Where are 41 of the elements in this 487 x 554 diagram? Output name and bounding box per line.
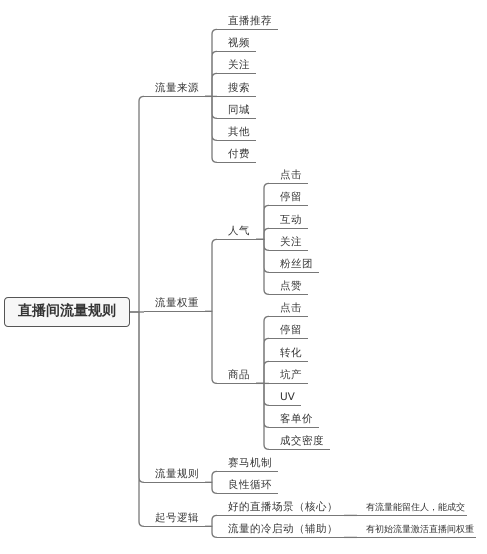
topic-label: 点击 bbox=[269, 167, 308, 184]
topic-label: 直播推荐 bbox=[217, 13, 278, 30]
topic-label: 赛马机制 bbox=[217, 455, 278, 472]
branch-line bbox=[344, 514, 357, 516]
topic-label: 成交密度 bbox=[269, 433, 330, 450]
topic-label: 客单价 bbox=[269, 411, 319, 428]
topic-label: 同城 bbox=[217, 102, 256, 119]
topic-label: 好的直播场景（核心） bbox=[217, 499, 344, 516]
branch-line bbox=[344, 536, 357, 538]
topic-label: 良性循环 bbox=[217, 477, 278, 494]
topic-label: 商品 bbox=[217, 367, 256, 384]
topic-label: 流量规则 bbox=[144, 466, 205, 483]
branch-line bbox=[256, 382, 270, 450]
topic-label: 停留 bbox=[269, 322, 308, 339]
topic-label: 有初始流量激活直播间权重 bbox=[357, 521, 476, 538]
topic-label: 流量权重 bbox=[144, 295, 205, 312]
topic-label: 关注 bbox=[217, 57, 256, 74]
topic-label: 其他 bbox=[217, 124, 256, 141]
topic-label: UV bbox=[269, 389, 301, 406]
branch-line bbox=[205, 482, 218, 494]
topic-label: 付费 bbox=[217, 146, 256, 163]
topic-label: 转化 bbox=[269, 345, 308, 362]
branch-line bbox=[205, 310, 218, 384]
topic-label: 点赞 bbox=[269, 278, 308, 295]
topic-label: 点击 bbox=[269, 300, 308, 317]
topic-label: 流量来源 bbox=[144, 80, 205, 97]
branch-line bbox=[256, 238, 270, 296]
branch-line bbox=[130, 311, 144, 528]
topic-label: 停留 bbox=[269, 189, 308, 206]
topic-label: 互动 bbox=[269, 212, 308, 229]
topic-label: 人气 bbox=[217, 223, 256, 240]
topic-label: 粉丝团 bbox=[269, 256, 319, 273]
root-topic-box: 直播间流量规则 bbox=[4, 297, 130, 327]
topic-label: 有流量能留住人，能成交 bbox=[357, 499, 467, 516]
branch-line bbox=[205, 526, 218, 538]
topic-label: 关注 bbox=[269, 234, 308, 251]
topic-label: 起号逻辑 bbox=[144, 510, 205, 527]
topic-label: 搜索 bbox=[217, 80, 256, 97]
topic-label: 坑产 bbox=[269, 367, 308, 384]
topic-label: 视频 bbox=[217, 35, 256, 52]
topic-label: 流量的冷启动（辅助） bbox=[217, 521, 344, 538]
